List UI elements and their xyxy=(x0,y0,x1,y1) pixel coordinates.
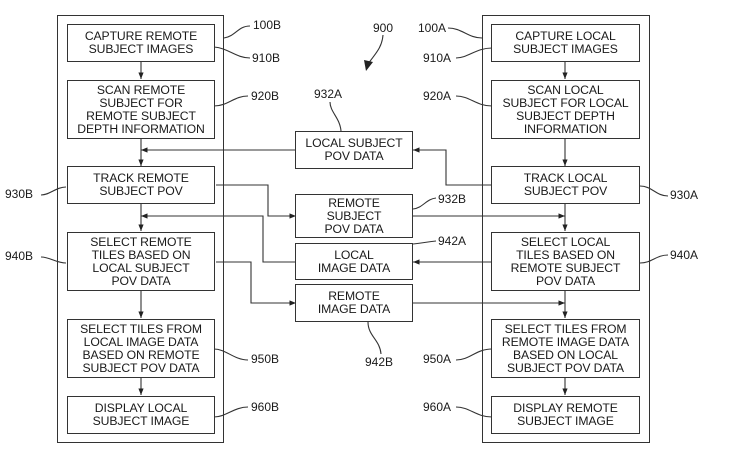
ref-940B: 940B xyxy=(5,249,34,263)
leader-960B xyxy=(213,406,249,418)
ref-100B: 100B xyxy=(253,18,282,32)
leader-920A xyxy=(455,95,493,107)
arrow-940B-to-942B xyxy=(216,261,296,306)
leader-930A xyxy=(639,185,669,197)
step-display-remote: DISPLAY REMOTE SUBJECT IMAGE xyxy=(491,396,640,434)
leader-960A xyxy=(455,406,493,418)
step-capture-remote: CAPTURE REMOTE SUBJECT IMAGES xyxy=(67,24,215,62)
pointer-arrowhead-900 xyxy=(364,60,373,71)
ref-930B: 930B xyxy=(5,187,34,201)
ref-960B: 960B xyxy=(251,400,280,414)
step-select-tiles-remote-image: SELECT TILES FROM REMOTE IMAGE DATA BASE… xyxy=(491,319,640,378)
ref-960A: 960A xyxy=(423,400,452,414)
ref-940A: 940A xyxy=(670,248,699,262)
step-capture-local: CAPTURE LOCAL SUBJECT IMAGES xyxy=(491,24,640,62)
ref-942B: 942B xyxy=(365,355,394,369)
ref-900: 900 xyxy=(373,21,394,35)
leader-100A xyxy=(447,27,483,39)
ref-950B: 950B xyxy=(251,352,280,366)
step-select-tiles-local-image: SELECT TILES FROM LOCAL IMAGE DATA BASED… xyxy=(67,319,215,378)
step-select-remote-tiles: SELECT REMOTE TILES BASED ON LOCAL SUBJE… xyxy=(67,232,215,291)
leader-950B xyxy=(213,348,249,361)
step-select-local-tiles: SELECT LOCAL TILES BASED ON REMOTE SUBJE… xyxy=(491,232,640,291)
step-track-local: TRACK LOCAL SUBJECT POV xyxy=(491,166,640,204)
leader-932A xyxy=(329,101,342,132)
remote-device-boundary xyxy=(57,15,224,443)
arrow-942A-to-remote xyxy=(141,213,296,263)
leader-920B xyxy=(213,95,249,107)
step-track-remote: TRACK REMOTE SUBJECT POV xyxy=(67,166,215,204)
local-device-boundary xyxy=(482,15,650,443)
leader-900 xyxy=(367,34,384,65)
ref-932A: 932A xyxy=(314,87,343,101)
data-remote-image: REMOTE IMAGE DATA xyxy=(295,284,413,322)
data-local-subject-pov: LOCAL SUBJECT POV DATA xyxy=(295,131,413,169)
ref-932B: 932B xyxy=(438,192,467,206)
arrow-930A-to-932A xyxy=(413,147,491,186)
ref-930A: 930A xyxy=(670,188,699,202)
leader-950A xyxy=(455,348,493,361)
leader-942B xyxy=(367,321,382,355)
leader-930B xyxy=(40,186,67,196)
ref-910B: 910B xyxy=(252,51,281,65)
ref-942A: 942A xyxy=(438,234,467,248)
data-remote-subject-pov: REMOTE SUBJECT POV DATA xyxy=(295,194,413,238)
arrow-930B-to-932B xyxy=(216,184,296,219)
leader-940B xyxy=(40,256,67,264)
leader-940A xyxy=(639,254,669,264)
leader-100B xyxy=(223,25,251,39)
leader-932B xyxy=(412,197,437,210)
ref-950A: 950A xyxy=(423,352,452,366)
ref-910A: 910A xyxy=(423,51,452,65)
leader-910A xyxy=(455,47,493,59)
ref-920A: 920A xyxy=(423,89,452,103)
step-scan-local: SCAN LOCAL SUBJECT FOR LOCAL SUBJECT DEP… xyxy=(491,80,640,139)
leader-942A xyxy=(412,240,437,245)
data-local-image: LOCAL IMAGE DATA xyxy=(295,243,413,280)
ref-100A: 100A xyxy=(418,21,447,35)
ref-920B: 920B xyxy=(251,89,280,103)
leader-910B xyxy=(213,46,251,59)
step-display-local: DISPLAY LOCAL SUBJECT IMAGE xyxy=(67,396,215,434)
step-scan-remote: SCAN REMOTE SUBJECT FOR REMOTE SUBJECT D… xyxy=(67,80,215,139)
